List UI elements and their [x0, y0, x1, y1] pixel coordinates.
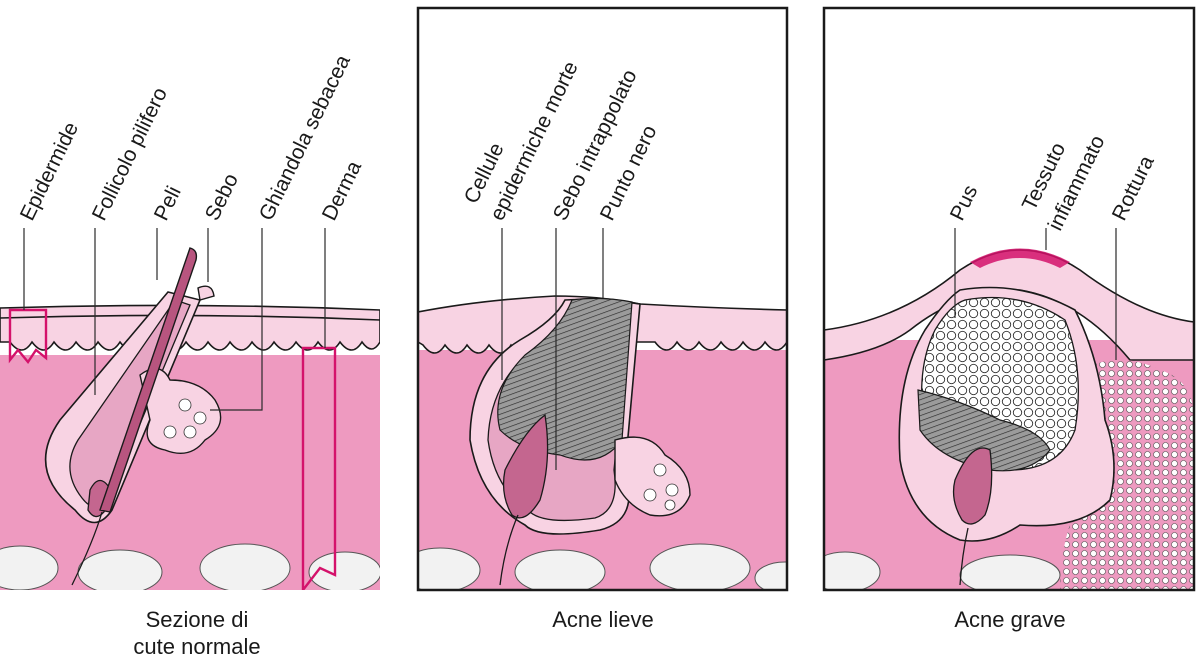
dead-cells-mass — [917, 389, 1051, 472]
label-peli: Peli — [150, 183, 186, 225]
panel-mild-acne — [418, 295, 787, 590]
label-sebo: Sebo — [201, 170, 243, 224]
sebum-drop — [197, 285, 215, 301]
panel-frame-3 — [822, 6, 1196, 592]
caption-severe-acne: Acne grave — [954, 607, 1065, 632]
epidermis-highlight — [8, 308, 48, 365]
panel-normal-skin — [0, 247, 380, 590]
label-rottura: Rottura — [1108, 152, 1159, 224]
caption-mild-acne: Acne lieve — [552, 607, 654, 632]
panel-frame-2 — [416, 6, 789, 592]
labels-panel-1: Epidermide Follicolo pilifero Peli Sebo … — [16, 51, 366, 224]
label-derma: Derma — [318, 157, 366, 224]
labels-panel-2: Cellule epidermiche morte Sebo intrappol… — [460, 58, 662, 224]
epidermis-layer-3 — [824, 249, 1194, 361]
hair-shaft — [99, 247, 198, 513]
label-pus: Pus — [946, 182, 983, 225]
caption-normal-line-1: Sezione di — [146, 607, 249, 632]
leaders-panel-2 — [501, 228, 604, 470]
fat-cells — [0, 543, 380, 590]
caption-normal-line-2: cute normale — [133, 634, 260, 659]
leaders-panel-3 — [954, 228, 1117, 360]
leaders-panel-1 — [23, 228, 326, 411]
labels-panel-3: Pus Tessuto infiammato Rottura — [946, 132, 1159, 234]
label-epidermide: Epidermide — [16, 119, 83, 225]
panel-severe-acne — [824, 248, 1194, 590]
sebaceous-gland — [139, 367, 222, 454]
dermis-highlight — [301, 346, 337, 590]
